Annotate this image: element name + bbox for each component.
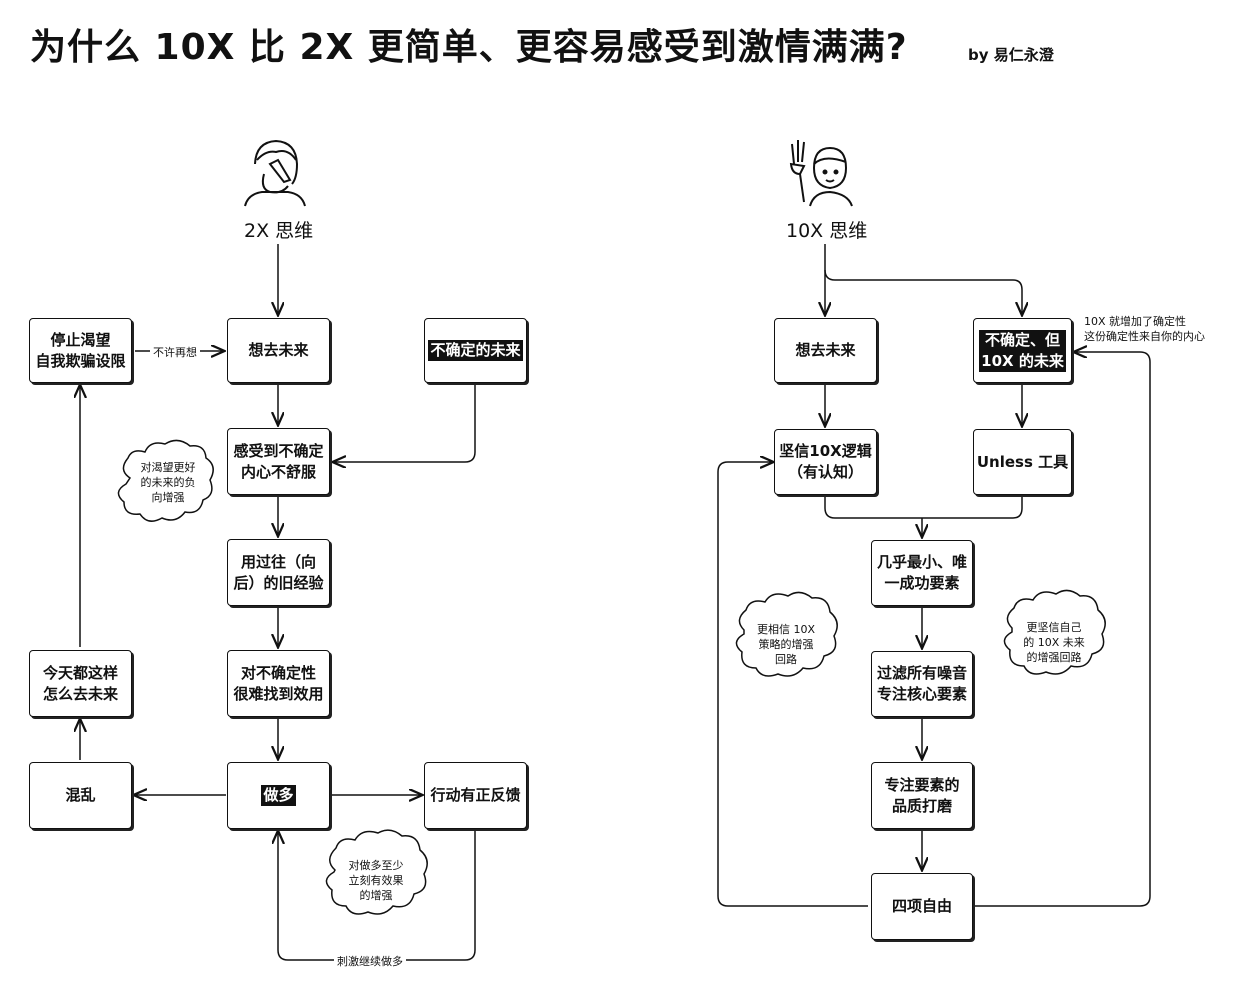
cloud-right-strategy — [735, 591, 838, 677]
node-filter-noise: 过滤所有噪音 专注核心要素 — [871, 651, 973, 717]
author-byline: by 易仁永澄 — [968, 46, 1054, 64]
node-think-future-right-text: 想去未来 — [795, 341, 856, 359]
node-uncertain-10x-future-text: 不确定、但 10X 的未来 — [979, 329, 1066, 372]
node-today-same-text: 今天都这样 怎么去未来 — [42, 663, 118, 703]
cloud-strategy-text: 更相信 10X 策略的增强 回路 — [756, 623, 816, 666]
node-feel-uncertain-text: 感受到不确定 内心不舒服 — [233, 441, 324, 481]
node-believe-10x: 坚信10X逻辑 （有认知） — [774, 429, 877, 495]
node-old-experience-text: 用过往（向 后）的旧经验 — [233, 552, 324, 592]
head-label-2x: 2X 思维 — [244, 220, 314, 242]
node-old-experience: 用过往（向 后）的旧经验 — [227, 539, 330, 606]
node-do-more: 做多 — [227, 762, 330, 829]
thought-clouds — [117, 439, 1106, 915]
node-quality: 专注要素的 品质打磨 — [871, 762, 973, 829]
node-think-future-left-text: 想去未来 — [248, 341, 309, 359]
node-min-element: 几乎最小、唯 一成功要素 — [871, 540, 973, 606]
facepalm-avatar-icon — [244, 139, 306, 207]
node-unless-tool: Unless 工具 — [973, 429, 1072, 495]
edge-label-stimulate: 刺激继续做多 — [334, 953, 406, 969]
edge-label-no-think: 不许再想 — [150, 344, 200, 360]
page-title: 为什么 10X 比 2X 更简单、更容易感受到激情满满? — [30, 27, 908, 68]
node-believe-10x-text: 坚信10X逻辑 （有认知） — [779, 442, 872, 481]
node-chaos-text: 混乱 — [65, 786, 96, 804]
cloud-left-reinforce — [325, 829, 428, 915]
cloud-negative-text: 对渴望更好 的未来的负 向增强 — [140, 461, 196, 504]
node-today-same: 今天都这样 怎么去未来 — [29, 650, 132, 717]
node-uncertain-future: 不确定的未来 — [424, 318, 527, 383]
node-uncertain-10x-future: 不确定、但 10X 的未来 — [973, 318, 1072, 383]
cloud-future-text: 更坚信自己 的 10X 未来 的增强回路 — [1023, 621, 1085, 664]
cloud-left-negative — [117, 439, 214, 522]
node-do-more-text: 做多 — [261, 785, 296, 806]
node-stop-desire: 停止渴望 自我欺骗设限 — [29, 318, 132, 383]
node-hard-effect-text: 对不确定性 很难找到效用 — [233, 663, 324, 703]
cloud-right-future — [1003, 589, 1106, 675]
node-quality-text: 专注要素的 品质打磨 — [884, 775, 960, 815]
node-four-freedoms-text: 四项自由 — [891, 897, 952, 915]
node-think-future-right: 想去未来 — [774, 318, 877, 383]
node-positive-feedback-text: 行动有正反馈 — [430, 786, 521, 804]
raising-hand-avatar-icon — [789, 140, 853, 207]
node-think-future-left: 想去未来 — [227, 318, 330, 383]
node-hard-effect: 对不确定性 很难找到效用 — [227, 650, 330, 717]
node-filter-noise-text: 过滤所有噪音 专注核心要素 — [876, 664, 967, 703]
head-label-10x: 10X 思维 — [786, 220, 868, 242]
node-feel-uncertain: 感受到不确定 内心不舒服 — [227, 428, 330, 495]
node-unless-tool-text: Unless 工具 — [976, 452, 1069, 471]
node-stop-desire-text: 停止渴望 自我欺骗设限 — [35, 330, 126, 370]
cloud-reinforce-text: 对做多至少 立刻有效果 的增强 — [348, 859, 404, 902]
node-min-element-text: 几乎最小、唯 一成功要素 — [876, 553, 967, 592]
node-uncertain-future-text: 不确定的未来 — [428, 340, 523, 361]
node-chaos: 混乱 — [29, 762, 132, 829]
node-positive-feedback: 行动有正反馈 — [424, 762, 527, 829]
note-10x-certainty: 10X 就增加了确定性 这份确定性来自你的内心 — [1084, 315, 1205, 343]
node-four-freedoms: 四项自由 — [871, 873, 973, 940]
